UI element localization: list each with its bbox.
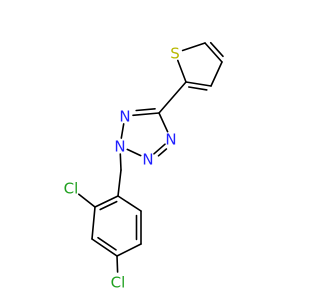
bond-r6-r1 (117, 195, 142, 212)
bond-c5-n1-double (135, 108, 156, 112)
bond-c3-c4-double (188, 86, 208, 91)
bond-r2-r3 (91, 206, 96, 240)
bond-r2-cl1 (78, 193, 96, 208)
atom-label-cl1: Cl (64, 180, 79, 198)
atom-label-cl2: Cl (111, 274, 126, 292)
bond-c5-n1 (132, 112, 160, 117)
bond-r1-r2-double (99, 200, 118, 211)
bond-c1-c2-double (209, 41, 224, 58)
atom-label-n4: N (165, 131, 176, 149)
atom-label-n2: N (114, 138, 125, 156)
bond-c1-c2 (204, 42, 223, 63)
bond-c2-c3 (210, 61, 223, 87)
bond-c4-s1 (177, 59, 187, 83)
bond-c3-c4 (185, 81, 212, 87)
atom-label-s1: S (170, 45, 180, 63)
bond-n3-n4 (153, 143, 166, 155)
bond-n4-c5 (158, 112, 169, 133)
bond-lines (78, 41, 224, 273)
bond-n3-n4-double (157, 148, 168, 157)
bond-c4-c5 (158, 81, 187, 114)
bond-r4-r5 (116, 243, 142, 257)
bond-r4-cl2 (116, 255, 119, 273)
atom-label-n3: N (142, 151, 153, 169)
bond-r3-r4 (91, 238, 118, 257)
bond-n2-n3 (126, 148, 142, 157)
bond-n2-ch2 (119, 153, 122, 171)
bond-r1-r2 (94, 195, 119, 208)
atom-label-n1: N (119, 108, 130, 126)
bond-n1-n2 (120, 123, 125, 139)
bond-r3-r4-double (97, 236, 117, 251)
bond-s1-c1 (181, 42, 206, 52)
bond-ch2-r1 (117, 169, 122, 197)
